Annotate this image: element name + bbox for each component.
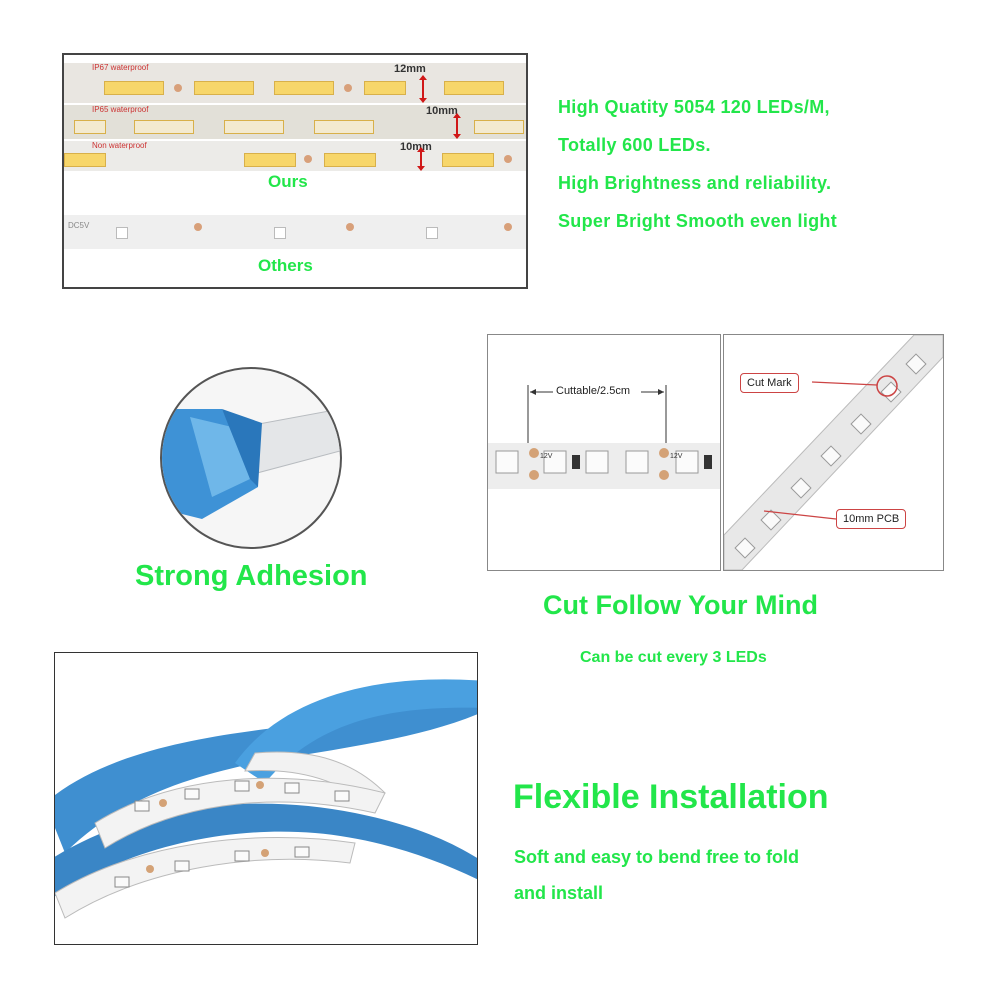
coiled-strip-graphic — [55, 679, 477, 919]
width-arrow — [453, 113, 461, 139]
non-waterproof-strip: Non waterproof 10mm — [64, 141, 526, 171]
led-chip — [364, 81, 406, 95]
led-chip — [134, 120, 194, 134]
voltage-mark: 12V — [540, 453, 553, 460]
led-chip — [116, 227, 128, 239]
feature-line-4: Super Bright Smooth even light — [558, 211, 838, 231]
ip67-label: IP67 waterproof — [92, 63, 149, 72]
solder-pad — [346, 223, 354, 231]
led-chip — [104, 81, 164, 95]
cut-subtitle: Can be cut every 3 LEDs — [580, 649, 767, 666]
led-chip — [64, 153, 106, 167]
cuttable-label: Cuttable/2.5cm — [556, 385, 630, 397]
feature-line-3: High Brightness and reliability. — [558, 173, 832, 193]
pcb-width-callout: 10mm PCB — [836, 509, 907, 529]
solder-pad — [174, 84, 182, 92]
cut-mark-diagram-panel: Cut Mark 10mm PCB — [723, 334, 944, 571]
feature-line-1: High Quatity 5054 120 LEDs/M, — [558, 97, 830, 117]
non-waterproof-label: Non waterproof — [92, 141, 147, 150]
led-chip — [474, 120, 524, 134]
cuttable-strip-graphic — [488, 385, 720, 489]
led-chip — [274, 81, 334, 95]
feature-line-2: Totally 600 LEDs. — [558, 135, 711, 155]
cut-mark-callout: Cut Mark — [740, 373, 799, 393]
solder-pad — [304, 155, 312, 163]
non-waterproof-width-label: 10mm — [400, 141, 432, 153]
ours-label: Ours — [268, 172, 308, 191]
adhesion-tape-graphic — [162, 408, 340, 519]
others-strip: DC5V — [64, 215, 526, 249]
solder-pad — [344, 84, 352, 92]
flexible-strip-photo — [54, 652, 478, 945]
led-chip — [224, 120, 284, 134]
strip-comparison-panel: IP67 waterproof 12mm IP65 waterproof 10m… — [62, 53, 528, 289]
solder-pad — [504, 223, 512, 231]
cut-follow-title: Cut Follow Your Mind — [543, 590, 818, 620]
solder-pad — [194, 223, 202, 231]
width-arrow — [419, 75, 427, 103]
led-chip — [324, 153, 376, 167]
led-chip — [442, 153, 494, 167]
diagonal-strip-graphic — [724, 335, 943, 570]
led-chip — [314, 120, 374, 134]
led-chip — [244, 153, 296, 167]
strong-adhesion-title: Strong Adhesion — [135, 560, 368, 592]
cuttable-diagram-panel: Cuttable/2.5cm 12V 12V — [487, 334, 721, 571]
width-arrow — [417, 147, 425, 171]
ip67-strip: IP67 waterproof 12mm — [64, 63, 526, 103]
led-chip — [426, 227, 438, 239]
ip65-strip: IP65 waterproof 10mm — [64, 105, 526, 139]
flexible-description-line-1: Soft and easy to bend free to fold — [514, 847, 800, 867]
adhesion-tape-image — [160, 367, 342, 549]
led-chip — [74, 120, 106, 134]
others-voltage-label: DC5V — [68, 221, 90, 230]
ip65-width-label: 10mm — [426, 105, 458, 117]
ip67-width-label: 12mm — [394, 63, 426, 75]
led-chip — [444, 81, 504, 95]
flexible-description-line-2: and install — [514, 883, 604, 903]
voltage-mark: 12V — [670, 453, 683, 460]
led-chip — [274, 227, 286, 239]
flexible-installation-title: Flexible Installation — [513, 778, 829, 816]
ip65-label: IP65 waterproof — [92, 105, 149, 114]
led-chip — [194, 81, 254, 95]
others-label: Others — [258, 256, 313, 275]
solder-pad — [504, 155, 512, 163]
